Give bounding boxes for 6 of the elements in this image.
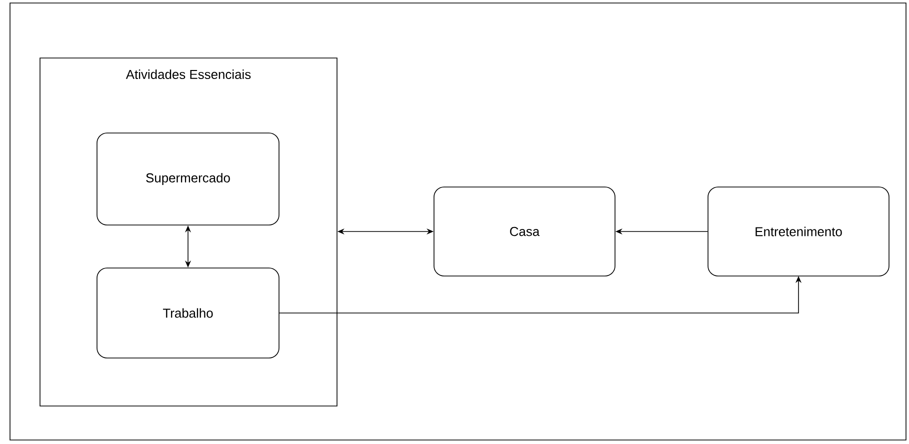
group-title: Atividades Essenciais xyxy=(126,70,251,80)
process-box: Trabalho xyxy=(96,268,280,358)
process-box: Supermercado xyxy=(96,132,280,226)
group-box xyxy=(40,58,338,406)
process-box: Casa xyxy=(434,186,616,276)
process-box: Entretenimento xyxy=(708,186,890,276)
